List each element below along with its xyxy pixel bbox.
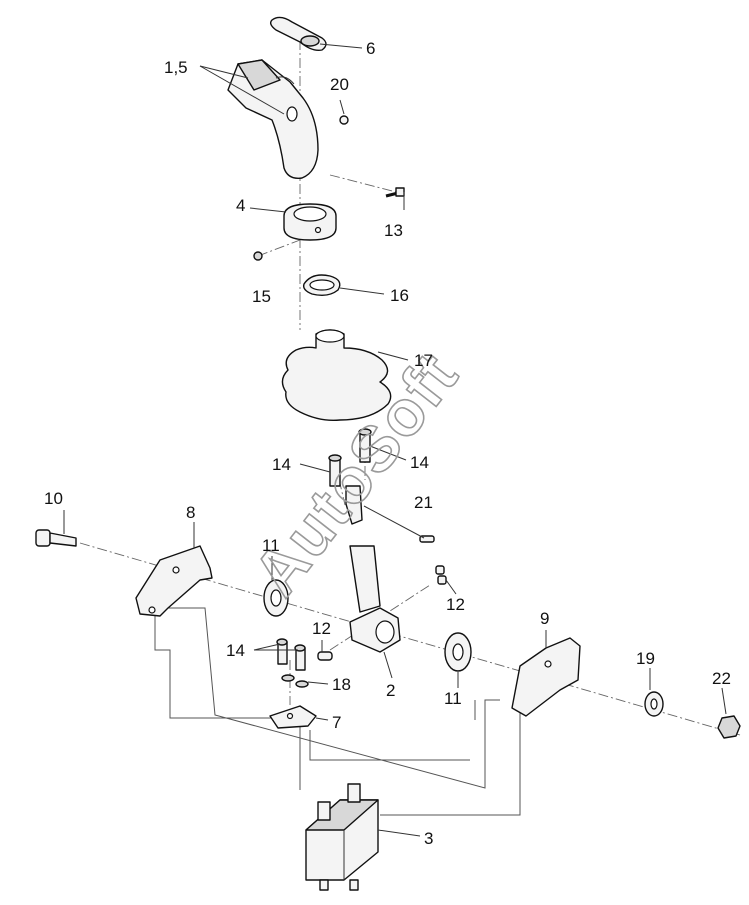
part-1-5-handle — [227, 59, 319, 179]
part-10-long-bolt — [35, 529, 77, 547]
callout-14-right: 14 — [410, 453, 429, 472]
callout-3: 3 — [424, 829, 433, 848]
part-16-clip-ring — [302, 274, 341, 297]
callout-12-right: 12 — [446, 595, 465, 614]
callout-2: 2 — [386, 681, 395, 700]
part-19-washer — [644, 691, 664, 717]
part-7-plate — [269, 705, 317, 729]
part-9-right-bracket — [511, 637, 581, 717]
callout-17: 17 — [414, 351, 433, 370]
callout-11-right: 11 — [444, 689, 462, 708]
part-22-nut — [717, 715, 741, 739]
callout-15: 15 — [252, 287, 271, 306]
part-8-left-bracket — [135, 545, 213, 617]
callout-4: 4 — [236, 196, 245, 215]
callout-21: 21 — [414, 493, 433, 512]
callout-8: 8 — [186, 503, 195, 522]
part-15-nut — [253, 251, 263, 261]
callout-6: 6 — [366, 39, 375, 58]
callout-1-5: 1,5 — [164, 58, 188, 77]
callout-labels: 6 1,5 20 4 13 15 16 17 14 14 10 8 21 11 … — [44, 39, 731, 848]
part-11-washers — [263, 579, 472, 672]
part-14-lower-bolts — [276, 638, 306, 671]
part-18-washers — [281, 674, 309, 688]
callout-13: 13 — [384, 221, 403, 240]
part-3-valve-block — [305, 783, 379, 891]
part-2-lever-shaft — [345, 485, 401, 653]
callout-12-lower: 12 — [312, 619, 331, 638]
leader-lines — [63, 43, 727, 837]
callout-19: 19 — [636, 649, 655, 668]
callout-14-lower: 14 — [226, 641, 245, 660]
callout-9: 9 — [540, 609, 549, 628]
callout-14-left: 14 — [272, 455, 291, 474]
part-20-screw — [339, 99, 349, 125]
callout-18: 18 — [332, 675, 351, 694]
callout-20: 20 — [330, 75, 349, 94]
callout-10: 10 — [44, 489, 63, 508]
callout-7: 7 — [332, 713, 341, 732]
mounting-frame-lines — [154, 607, 521, 816]
part-4-clamp-collar — [283, 203, 337, 241]
part-14-upper-bolts — [328, 428, 372, 487]
part-6-lever-cap — [269, 16, 327, 52]
part-17-rubber-boot — [281, 329, 392, 422]
callout-11-left: 11 — [262, 536, 280, 555]
callout-16: 16 — [390, 286, 409, 305]
callout-22: 22 — [712, 669, 731, 688]
